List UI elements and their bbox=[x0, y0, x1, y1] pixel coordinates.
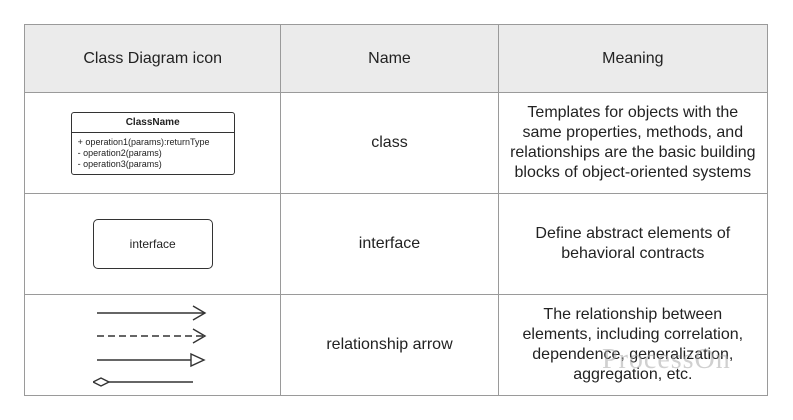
operation-item: + operation1(params):returnType bbox=[77, 136, 210, 147]
table-row-class: ClassName + operation1(params):returnTyp… bbox=[23, 92, 769, 194]
header-row: Class Diagram icon Name Meaning bbox=[23, 24, 769, 93]
header-meaning: Meaning bbox=[497, 24, 769, 93]
operations-list: + operation1(params):returnType - operat… bbox=[72, 133, 234, 174]
meaning-cell: The relationship between elements, inclu… bbox=[497, 294, 769, 396]
meaning-line: aggregation, etc. bbox=[573, 366, 693, 383]
class-name-label: ClassName bbox=[71, 113, 234, 133]
meaning-line: dependence, generalization, bbox=[532, 346, 734, 363]
meaning-line: behavioral contracts bbox=[561, 245, 705, 262]
generalization-arrow-icon bbox=[96, 352, 206, 368]
class-box-icon: ClassName + operation1(params):returnTyp… bbox=[70, 111, 235, 175]
icon-cell: ClassName + operation1(params):returnTyp… bbox=[23, 92, 282, 194]
class-diagram-table: Class Diagram icon Name Meaning ClassNam… bbox=[23, 24, 769, 396]
meaning-line: relationships are the basic building bbox=[510, 144, 756, 161]
meaning-line: The relationship between bbox=[543, 306, 723, 323]
operation-item: - operation3(params) bbox=[77, 158, 162, 169]
meaning-line: blocks of object-oriented systems bbox=[514, 164, 752, 181]
operation-item: - operation2(params) bbox=[77, 147, 162, 158]
table-row-relationship: relationship arrow The relationship betw… bbox=[23, 294, 769, 396]
name-cell: relationship arrow bbox=[280, 294, 499, 396]
table-row-interface: interface interface Define abstract elem… bbox=[23, 193, 769, 295]
header-icon: Class Diagram icon bbox=[23, 24, 282, 93]
meaning-cell: Define abstract elements of behavioral c… bbox=[497, 193, 769, 295]
meaning-cell: Templates for objects with the same prop… bbox=[497, 92, 769, 194]
meaning-line: same properties, methods, and bbox=[522, 124, 744, 141]
name-cell: class bbox=[280, 92, 499, 194]
aggregation-arrow-icon bbox=[92, 377, 193, 387]
icon-cell: interface bbox=[23, 193, 282, 295]
meaning-line: Define abstract elements of bbox=[535, 225, 731, 242]
association-arrow-icon bbox=[96, 305, 207, 321]
name-cell: interface bbox=[280, 193, 499, 295]
interface-box-icon: interface bbox=[92, 219, 213, 269]
meaning-line: Templates for objects with the bbox=[527, 104, 739, 121]
icon-cell bbox=[23, 294, 282, 396]
relationship-arrows-icon bbox=[92, 305, 207, 387]
header-name: Name bbox=[280, 24, 499, 93]
meaning-line: elements, including correlation, bbox=[522, 326, 744, 343]
dependency-arrow-icon bbox=[96, 328, 207, 344]
